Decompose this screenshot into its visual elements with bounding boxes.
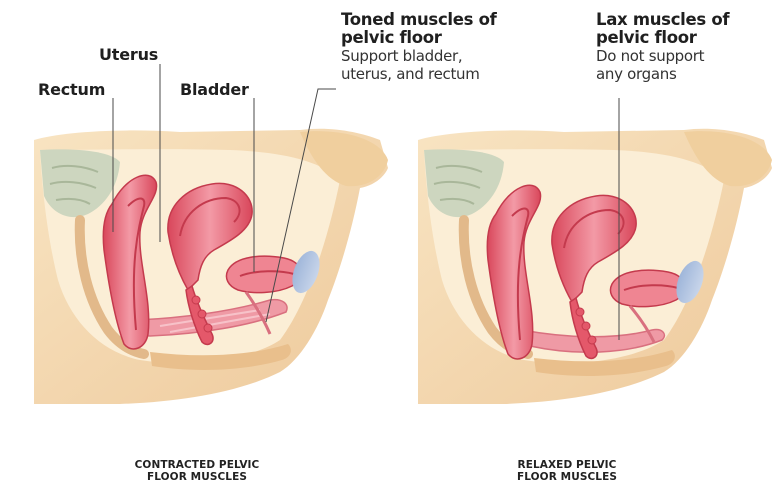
lax-muscles-desc-line2: any organs xyxy=(596,65,729,83)
uterus-label: Uterus xyxy=(99,45,158,64)
contracted-caption-line2: FLOOR MUSCLES xyxy=(112,471,282,483)
bladder-organ xyxy=(610,270,685,306)
toned-muscles-title-line2: pelvic floor xyxy=(341,29,497,47)
contracted-caption-line1: CONTRACTED PELVIC xyxy=(112,459,282,471)
relaxed-pelvis-illustration xyxy=(418,129,772,404)
toned-muscles-title-line1: Toned muscles of xyxy=(341,11,497,29)
toned-muscles-desc-line2: uterus, and rectum xyxy=(341,65,497,83)
contracted-pelvis-illustration xyxy=(34,129,388,404)
toned-muscles-desc-line1: Support bladder, xyxy=(341,47,497,65)
relaxed-caption-line1: RELAXED PELVIC xyxy=(492,459,642,471)
rectum-label: Rectum xyxy=(38,80,105,99)
lax-muscles-callout: Lax muscles of pelvic floor Do not suppo… xyxy=(596,11,729,83)
toned-muscles-callout: Toned muscles of pelvic floor Support bl… xyxy=(341,11,497,83)
lax-muscles-title-line2: pelvic floor xyxy=(596,29,729,47)
lax-muscles-desc-line1: Do not support xyxy=(596,47,729,65)
lax-muscles-title-line1: Lax muscles of xyxy=(596,11,729,29)
contracted-caption: CONTRACTED PELVIC FLOOR MUSCLES xyxy=(112,459,282,483)
bladder-organ xyxy=(226,256,301,292)
relaxed-caption-line2: FLOOR MUSCLES xyxy=(492,471,642,483)
relaxed-caption: RELAXED PELVIC FLOOR MUSCLES xyxy=(492,459,642,483)
bladder-label: Bladder xyxy=(180,80,249,99)
